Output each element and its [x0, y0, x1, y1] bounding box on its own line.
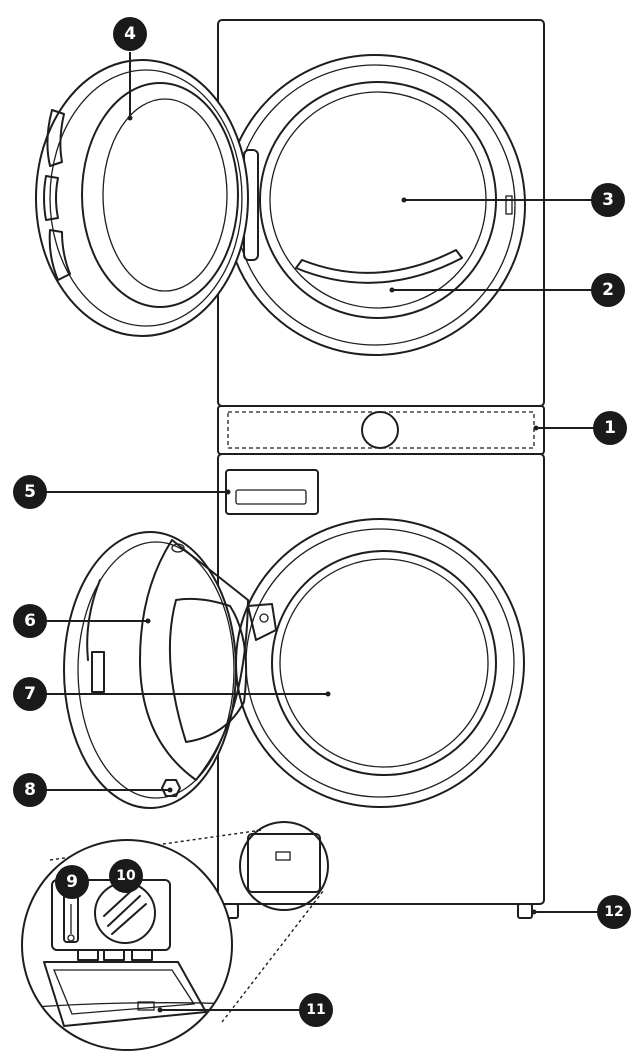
zoom-target-circle	[240, 822, 328, 910]
washer-door-outer	[64, 532, 236, 808]
control-panel	[218, 406, 544, 454]
dryer-door-catch	[506, 196, 512, 214]
callout-4: 4	[113, 17, 147, 51]
callout-12: 12	[597, 895, 631, 929]
dryer-door-ring-inner	[235, 65, 515, 345]
washer-tub-opening	[272, 551, 496, 775]
callout-label: 5	[24, 482, 36, 502]
callout-label: 4	[124, 24, 136, 44]
callout-label: 1	[604, 418, 616, 438]
control-panel-frame	[218, 406, 544, 454]
control-knob[interactable]	[362, 412, 398, 448]
lint-filter[interactable]	[296, 250, 462, 283]
callout-6: 6	[13, 604, 47, 638]
service-cover[interactable]	[248, 834, 320, 892]
callout-11: 11	[299, 993, 333, 1027]
foot-right	[518, 904, 532, 918]
callout-label: 11	[306, 1002, 325, 1018]
washer-tub	[280, 559, 488, 767]
callout-10: 10	[109, 859, 143, 893]
callout-label: 3	[602, 190, 614, 210]
callout-label: 9	[66, 872, 78, 892]
washer-door-ring-inner	[246, 529, 514, 797]
detergent-drawer-handle	[236, 490, 306, 504]
callout-label: 6	[24, 611, 36, 631]
detergent-drawer[interactable]	[226, 470, 318, 514]
callout-1: 1	[593, 411, 627, 445]
washer-unit	[218, 454, 544, 918]
callout-3: 3	[591, 183, 625, 217]
callout-label: 7	[24, 684, 36, 704]
washer-open-door[interactable]	[64, 532, 248, 808]
callout-5: 5	[13, 475, 47, 509]
washer-door-ring	[236, 519, 524, 807]
callout-7: 7	[13, 677, 47, 711]
control-panel-display	[228, 412, 534, 448]
callout-8: 8	[13, 773, 47, 807]
callout-label: 12	[604, 904, 623, 920]
dryer-unit	[218, 20, 544, 406]
callout-2: 2	[591, 273, 625, 307]
dryer-door-outer	[36, 60, 248, 336]
service-cover-tab	[276, 852, 290, 860]
callout-label: 2	[602, 280, 614, 300]
dryer-open-door[interactable]	[36, 60, 248, 336]
callout-9: 9	[55, 865, 89, 899]
washer-hinge-pin	[260, 614, 268, 622]
callout-label: 10	[116, 868, 136, 884]
callout-label: 8	[24, 780, 36, 800]
